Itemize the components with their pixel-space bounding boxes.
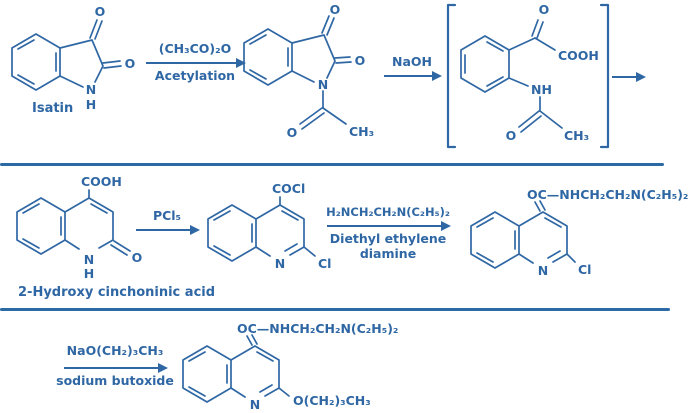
cinchoninic-acid-structure: COOH O N H 2-Hydroxy cinchoninic acid [16,174,215,300]
acetyl-isatin-acetyl-o: O [287,125,298,140]
diamine-arrow-shaft [327,221,451,232]
isatin-structure: O O N H Isatin [11,4,136,116]
product-chain: OC—NHCH₂CH₂N(C₂H₅)₂ [237,321,398,336]
cinchoninic-h: H [84,266,94,281]
naoh-arrow: NaOH [384,54,442,82]
acetylation-reagent: (CH₃CO)₂O [158,41,232,56]
intermediate-nh: NH [531,82,552,97]
butoxide-reagent: NaO(CH₂)₃CH₃ [66,343,164,358]
pcl5-reagent: PCl₅ [152,208,182,223]
diamine-reagent: H₂NCH₂CH₂N(C₂H₅)₂ [326,205,450,219]
chloro-amide-chain: OC—NHCH₂CH₂N(C₂H₅)₂ [527,187,688,202]
acetyl-isatin-o-top: O [330,2,341,17]
acetyl-isatin-o-right: O [355,53,366,68]
row-divider-1 [0,163,664,166]
diamine-caption-line2: diamine [359,245,417,261]
acid-chloride-bonds [207,196,316,262]
acetylation-caption: Acetylation [154,68,236,84]
intermediate-bonds [460,19,563,133]
product-structure: OC—NHCH₂CH₂N(C₂H₅)₂ N O(CH₂)₃CH₃ [182,321,398,412]
bracketed-intermediate-structure: O COOH NH O CH₃ [446,2,610,149]
cinchoninic-o: O [132,250,143,265]
chloro-amide-bonds [470,200,576,269]
chloro-amide-n: N [538,263,548,278]
butoxide-arrow-shaft [64,363,168,374]
intermediate-acetyl-ch3: CH₃ [564,128,589,143]
acid-chloride-cocl: COCl [272,181,305,196]
acetylation-arrow: (CH₃CO)₂O Acetylation [146,41,246,84]
isatin-h: H [86,97,96,112]
pcl5-arrow: PCl₅ [136,208,200,236]
isatin-bonds [11,19,122,91]
acetyl-isatin-acetyl-ch3: CH₃ [349,124,374,139]
intermediate-brackets [446,3,610,149]
product-n: N [250,397,260,412]
acetyl-isatin-bonds [243,15,352,130]
acid-chloride-cl: Cl [318,256,331,271]
butoxide-caption: sodium butoxide [56,373,174,389]
naoh-reagent: NaOH [392,54,432,69]
isatin-o-right: O [125,56,136,71]
product-bonds [182,334,290,403]
acetyl-isatin-structure: O O N O CH₃ [243,2,374,140]
diamine-arrow: H₂NCH₂CH₂N(C₂H₅)₂ Diethyl ethylene diami… [326,205,451,261]
row1-continuation-arrow [612,72,646,82]
butoxide-arrow: NaO(CH₂)₃CH₃ sodium butoxide [56,343,174,389]
acetyl-isatin-n: N [318,77,328,92]
pcl5-arrow-shaft [136,225,200,236]
cinchoninic-cooh: COOH [81,174,122,189]
row-divider-2 [0,308,670,311]
isatin-o-top: O [95,4,106,19]
diamine-caption-line1: Diethyl ethylene [329,231,447,247]
intermediate-cooh: COOH [558,48,599,63]
acetylation-arrow-shaft [146,58,246,69]
chloro-amide-cl: Cl [578,262,591,277]
chloro-amide-structure: OC—NHCH₂CH₂N(C₂H₅)₂ N Cl [470,187,688,278]
cinchoninic-bonds [16,189,131,256]
isatin-n: N [86,82,96,97]
isatin-label: Isatin [32,101,73,116]
acid-chloride-n: N [275,256,285,271]
acid-chloride-structure: COCl N Cl [207,181,331,271]
naoh-arrow-shaft [384,71,442,82]
intermediate-acetyl-o: O [506,128,517,143]
cinchoninic-label: 2-Hydroxy cinchoninic acid [18,285,215,300]
cinchoninic-n: N [84,252,94,267]
intermediate-o-keto: O [539,2,550,17]
product-obutyl: O(CH₂)₃CH₃ [293,393,371,408]
